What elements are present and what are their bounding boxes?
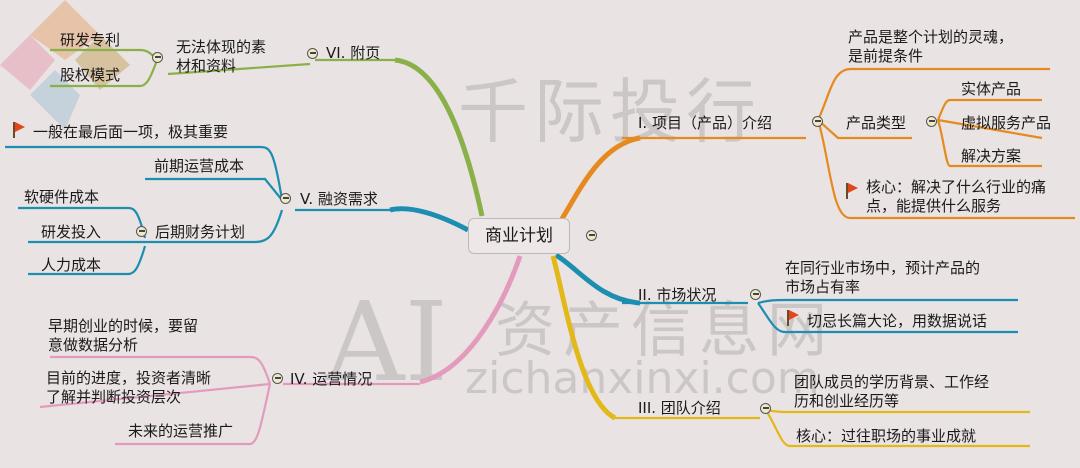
operations-future-note[interactable]: 未来的运营推广 bbox=[128, 422, 234, 440]
product-type-physical[interactable]: 实体产品 bbox=[961, 80, 1022, 98]
branch-funding-toggle[interactable] bbox=[280, 193, 291, 204]
flag-icon bbox=[845, 183, 859, 199]
watermark-brand: 千际投行 bbox=[458, 71, 762, 153]
operations-early-note[interactable]: 早期创业的时候，要留 意做数据分析 bbox=[48, 317, 199, 354]
branch-operations-toggle[interactable] bbox=[272, 373, 283, 384]
team-background-note[interactable]: 团队成员的学历背景、工作经 历和创业经历等 bbox=[794, 373, 990, 410]
market-branch-lines bbox=[554, 252, 1018, 334]
appendix-material-toggle[interactable] bbox=[152, 52, 163, 63]
appendix-material-label[interactable]: 无法体现的素 材和资料 bbox=[176, 38, 267, 75]
branch-funding-label[interactable]: V. 融资需求 bbox=[300, 190, 378, 208]
branch-market-toggle[interactable] bbox=[750, 289, 761, 300]
watermark-site-url: zichanxinxi.com bbox=[465, 353, 820, 404]
product-types-toggle[interactable] bbox=[926, 116, 937, 127]
team-core-note[interactable]: 核心：过往职场的事业成就 bbox=[796, 427, 977, 445]
branch-team-label[interactable]: III. 团队介绍 bbox=[638, 399, 721, 417]
branch-operations-label[interactable]: IV. 运营情况 bbox=[290, 370, 373, 388]
funding-rd-investment[interactable]: 研发投入 bbox=[41, 223, 102, 241]
product-soul-note[interactable]: 产品是整个计划的灵魂， 是前提条件 bbox=[848, 28, 1014, 65]
appendix-equity-model[interactable]: 股权模式 bbox=[60, 66, 121, 84]
funding-early-cost[interactable]: 前期运营成本 bbox=[154, 157, 245, 175]
flag-icon bbox=[12, 122, 26, 138]
product-type-virtual-service[interactable]: 虚拟服务产品 bbox=[961, 114, 1052, 132]
branch-appendix-label[interactable]: VI. 附页 bbox=[326, 44, 381, 62]
product-core-note[interactable]: 核心：解决了什么行业的痛 点，能提供什么服务 bbox=[866, 178, 1047, 215]
branch-product-label[interactable]: I. 项目（产品）介绍 bbox=[638, 114, 772, 132]
funding-later-plan-label[interactable]: 后期财务计划 bbox=[155, 223, 246, 241]
flag-icon bbox=[786, 310, 800, 326]
product-types-label[interactable]: 产品类型 bbox=[846, 114, 907, 132]
operations-progress-note[interactable]: 目前的进度，投资者清晰 了解并判断投资层次 bbox=[46, 369, 212, 406]
funding-branch-lines bbox=[5, 145, 470, 276]
market-data-note[interactable]: 切忌长篇大论，用数据说话 bbox=[807, 312, 988, 330]
product-type-solution[interactable]: 解决方案 bbox=[961, 147, 1022, 165]
watermark-site-cn: 资产信息网 bbox=[495, 296, 835, 366]
funding-later-plan-toggle[interactable] bbox=[136, 226, 147, 237]
market-share-note[interactable]: 在同行业市场中，预计产品的 市场占有率 bbox=[785, 259, 981, 296]
branch-market-label[interactable]: II. 市场状况 bbox=[638, 286, 717, 304]
funding-important-note[interactable]: 一般在最后面一项，极其重要 bbox=[33, 123, 229, 141]
operations-branch-lines bbox=[39, 255, 523, 446]
appendix-patents[interactable]: 研发专利 bbox=[60, 31, 121, 49]
branch-product-toggle[interactable] bbox=[812, 116, 823, 127]
root-node[interactable]: 商业计划 bbox=[468, 218, 570, 254]
branch-appendix-toggle[interactable] bbox=[307, 48, 318, 59]
product-branch-lines bbox=[557, 67, 1075, 224]
funding-hardware-software-cost[interactable]: 软硬件成本 bbox=[24, 188, 100, 206]
branch-team-toggle[interactable] bbox=[760, 403, 771, 414]
funding-labor-cost[interactable]: 人力成本 bbox=[41, 256, 102, 274]
root-collapse-toggle[interactable] bbox=[586, 230, 597, 241]
